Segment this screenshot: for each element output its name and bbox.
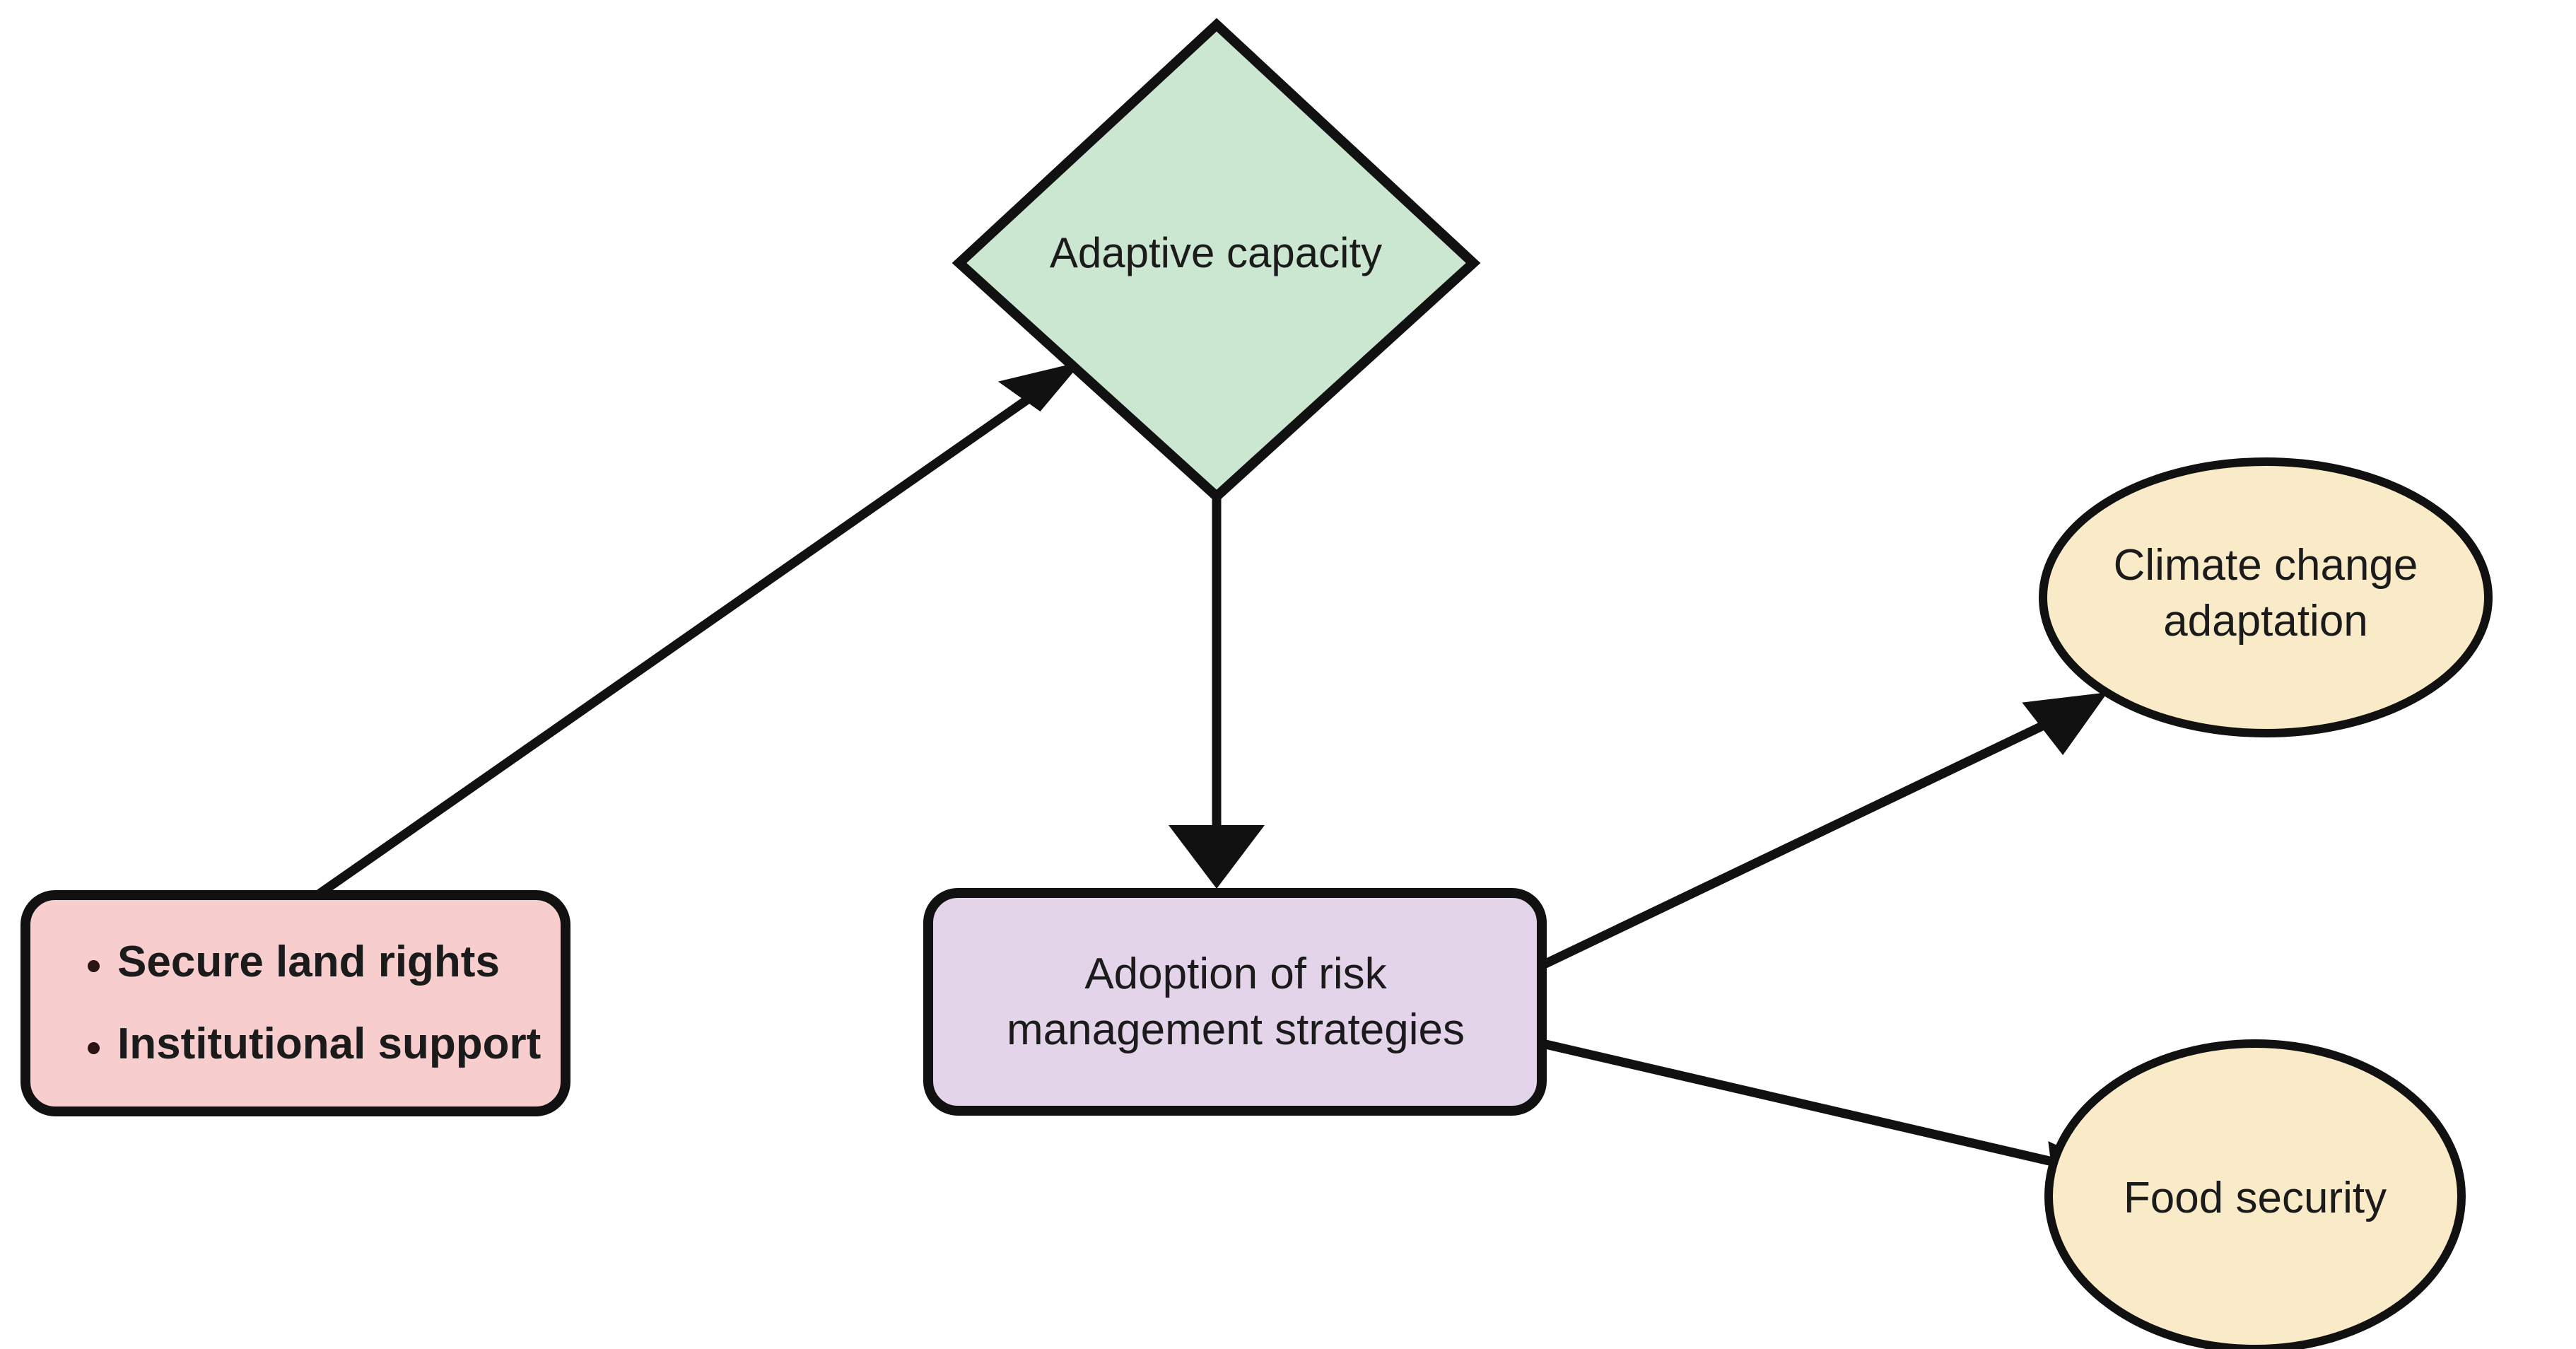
node-risk-management[interactable] (923, 888, 1547, 1116)
edge-adaptive-to-risk (1168, 496, 1265, 889)
node-food-security[interactable] (2044, 1039, 2466, 1349)
edge-risk-to-food-security (1541, 1039, 2126, 1205)
edge-risk-to-cca (1540, 692, 2108, 969)
edge-enabling-to-adaptive (317, 361, 1083, 898)
bullet-label: Institutional support (117, 1020, 541, 1068)
node-adaptive-capacity[interactable] (952, 18, 1481, 503)
bullet-label: Secure land rights (117, 938, 500, 986)
node-bullet-list-enabling-conditions: Secure land rights Institutional support (42, 940, 611, 1066)
node-climate-change-adaptation[interactable] (2039, 457, 2493, 737)
node-enabling-conditions[interactable] (21, 890, 570, 1116)
bullet-item-secure-land-rights: Secure land rights (88, 940, 611, 984)
bullet-item-institutional-support: Institutional support (88, 1022, 611, 1066)
